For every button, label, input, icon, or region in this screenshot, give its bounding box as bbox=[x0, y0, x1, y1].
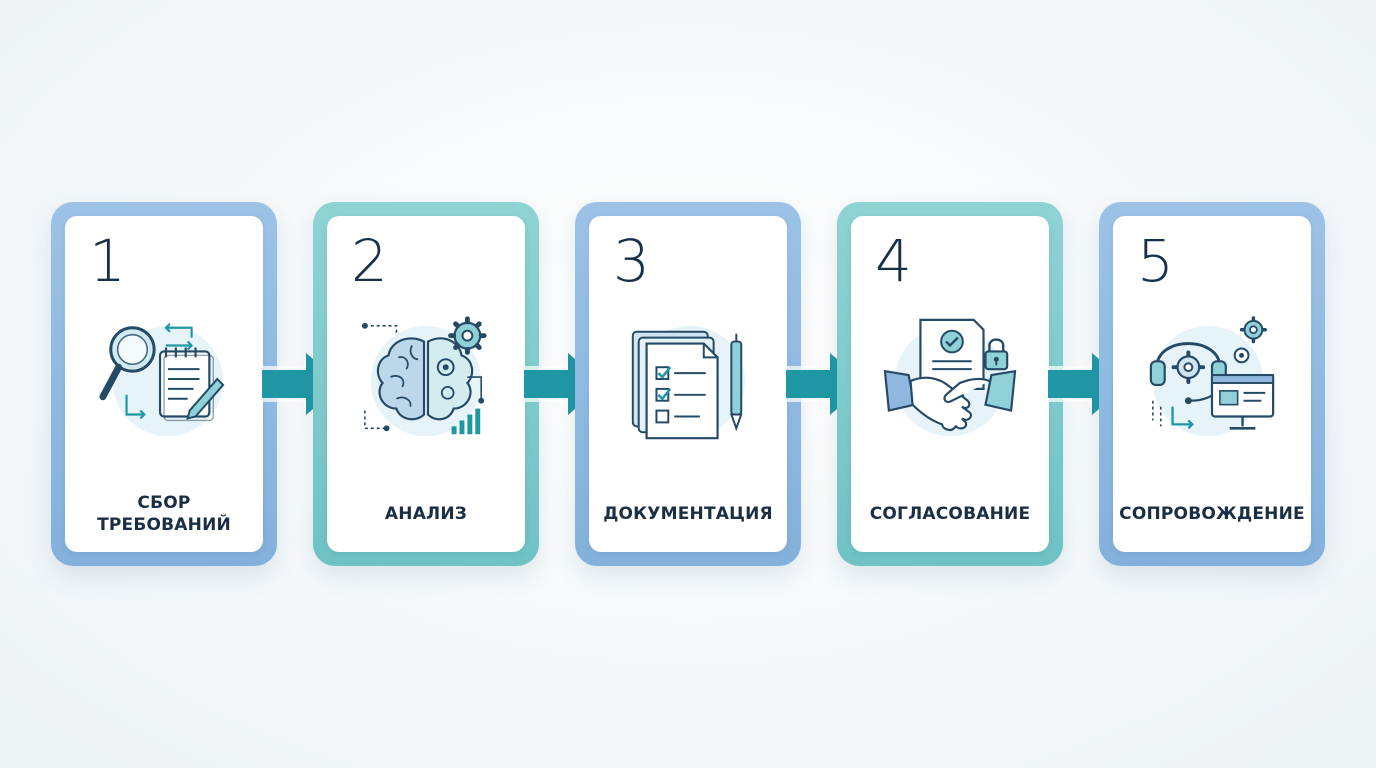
headset-support-icon bbox=[1143, 312, 1281, 450]
step-4-label: СОГЛАСОВАНИЕ bbox=[851, 486, 1049, 542]
step-5-inner: 5 bbox=[1113, 216, 1311, 552]
step-3-label-line-1: ДОКУМЕНТАЦИЯ bbox=[603, 504, 773, 524]
step-3-inner: 3 bbox=[589, 216, 787, 552]
step-2-card: 2 bbox=[313, 202, 539, 566]
step-4-card: 4 bbox=[837, 202, 1063, 566]
documents-checklist-icon bbox=[619, 312, 757, 450]
step-3-card: 3 bbox=[575, 202, 801, 566]
step-4-number: 4 bbox=[875, 227, 912, 295]
brain-gears-icon bbox=[357, 312, 495, 450]
step-4-label-line-1: СОГЛАСОВАНИЕ bbox=[869, 504, 1031, 524]
step-5-label: СОПРОВОЖДЕНИЕ bbox=[1113, 486, 1311, 542]
step-3-number: 3 bbox=[613, 227, 650, 295]
step-1-inner: 1 bbox=[65, 216, 263, 552]
step-4-inner: 4 bbox=[851, 216, 1049, 552]
step-2-label-line-1: АНАЛИЗ bbox=[384, 504, 468, 524]
step-1-label: СБОР ТРЕБОВАНИЙ bbox=[65, 486, 263, 542]
step-2-inner: 2 bbox=[327, 216, 525, 552]
step-1-card: 1 bbox=[51, 202, 277, 566]
step-1-label-line-2: ТРЕБОВАНИЙ bbox=[97, 515, 231, 535]
step-1-number: 1 bbox=[89, 227, 126, 295]
step-2-number: 2 bbox=[351, 227, 388, 295]
magnifier-notepad-icon bbox=[95, 312, 233, 450]
step-2-label: АНАЛИЗ bbox=[327, 486, 525, 542]
step-5-card: 5 bbox=[1099, 202, 1325, 566]
step-3-label: ДОКУМЕНТАЦИЯ bbox=[589, 486, 787, 542]
step-1-label-line-1: СБОР bbox=[137, 493, 191, 513]
handshake-contract-icon bbox=[881, 312, 1019, 450]
step-5-label-line-1: СОПРОВОЖДЕНИЕ bbox=[1119, 504, 1305, 524]
step-5-number: 5 bbox=[1137, 227, 1174, 295]
